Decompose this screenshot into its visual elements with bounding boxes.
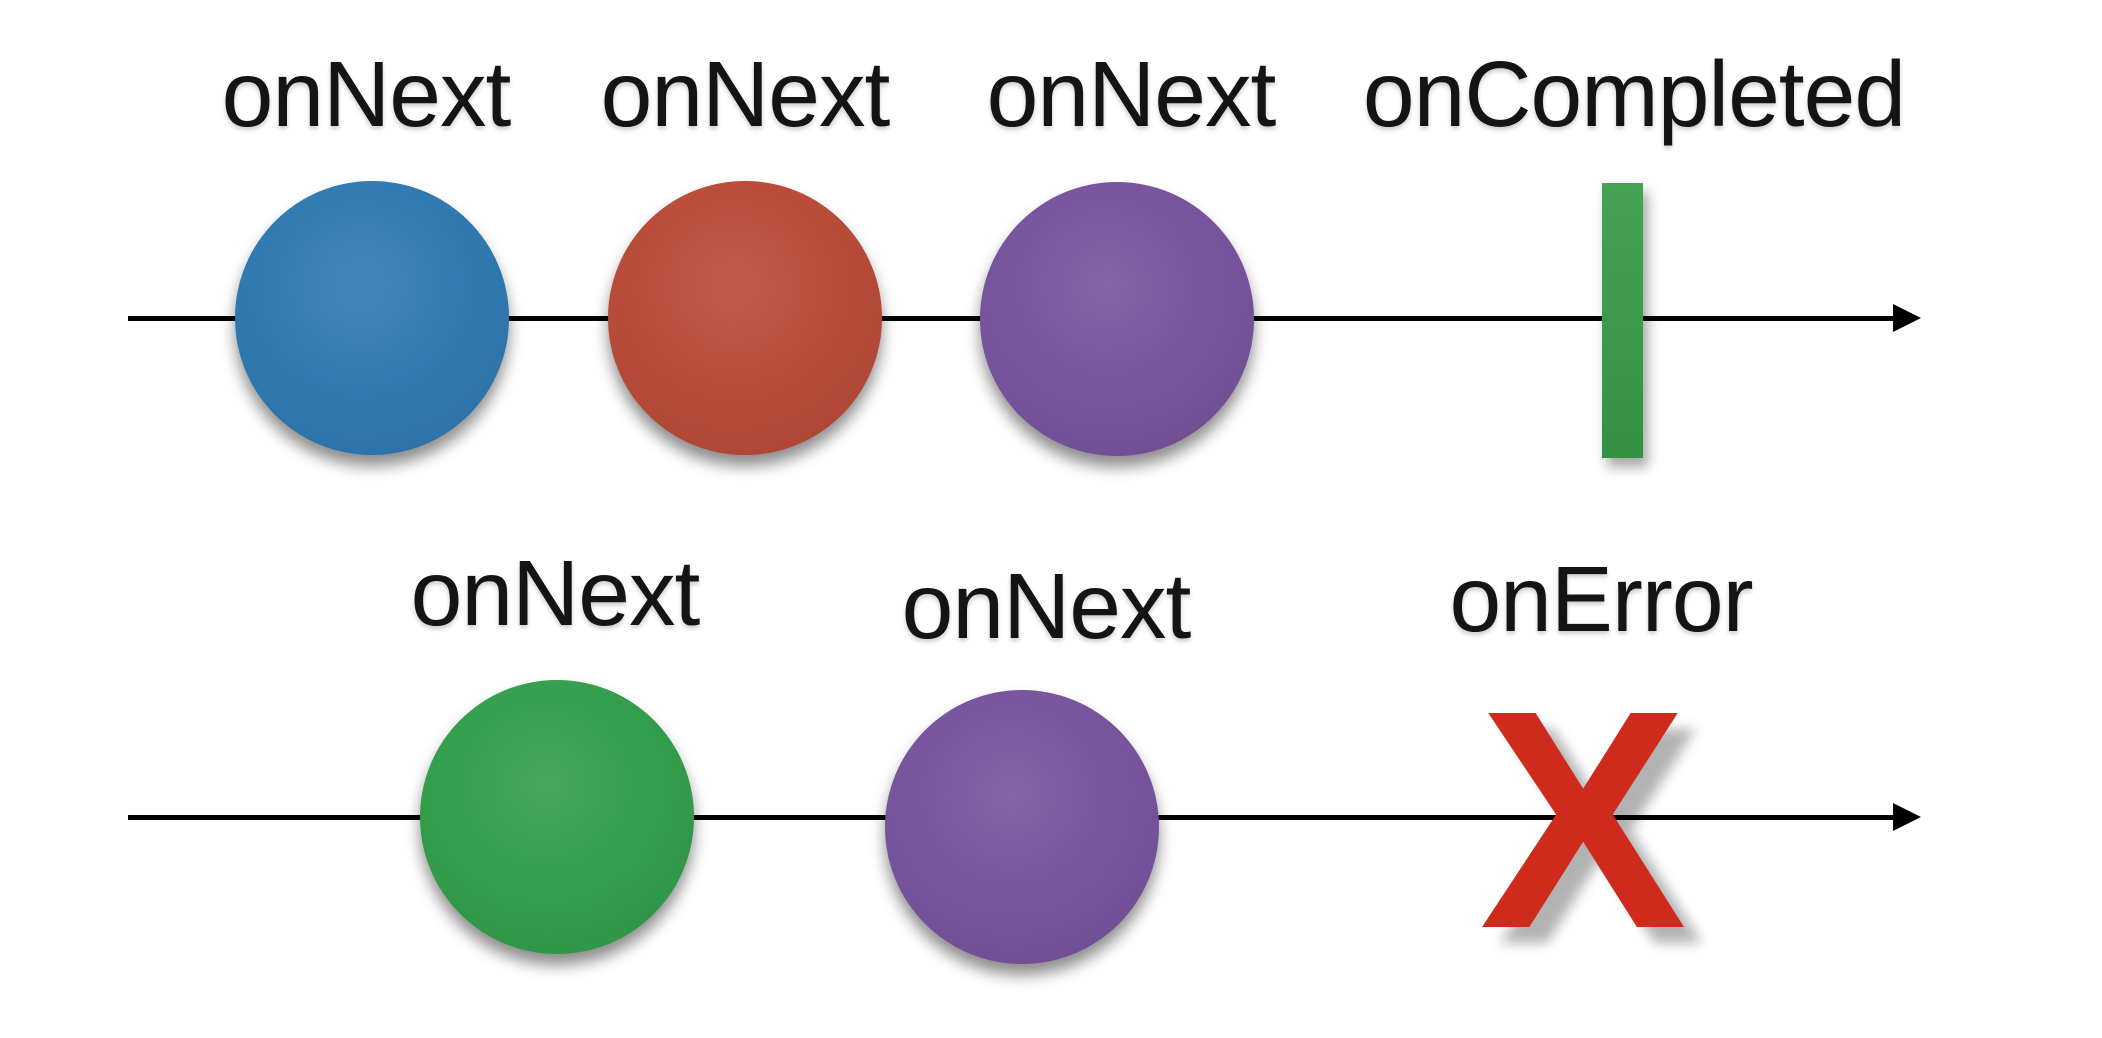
oncompleted-label: onCompleted — [1362, 42, 1906, 146]
onnext-label-4: onNext — [410, 541, 701, 645]
onerror-x-mark: X — [1479, 645, 1687, 993]
oncompleted-bar — [1602, 183, 1643, 458]
marble-onnext-red — [608, 181, 882, 455]
onnext-label-5: onNext — [901, 554, 1192, 658]
marble-onnext-purple — [980, 182, 1254, 456]
onerror-label: onError — [1449, 547, 1753, 651]
marble-onnext-green — [420, 680, 694, 954]
onnext-label-3: onNext — [986, 42, 1277, 146]
marble-onnext-blue — [235, 181, 509, 455]
arrowhead-icon — [1893, 803, 1921, 831]
arrowhead-icon — [1893, 304, 1921, 332]
onnext-label-1: onNext — [221, 42, 512, 146]
onnext-label-2: onNext — [600, 42, 891, 146]
marble-onnext-purple-2 — [885, 690, 1159, 964]
